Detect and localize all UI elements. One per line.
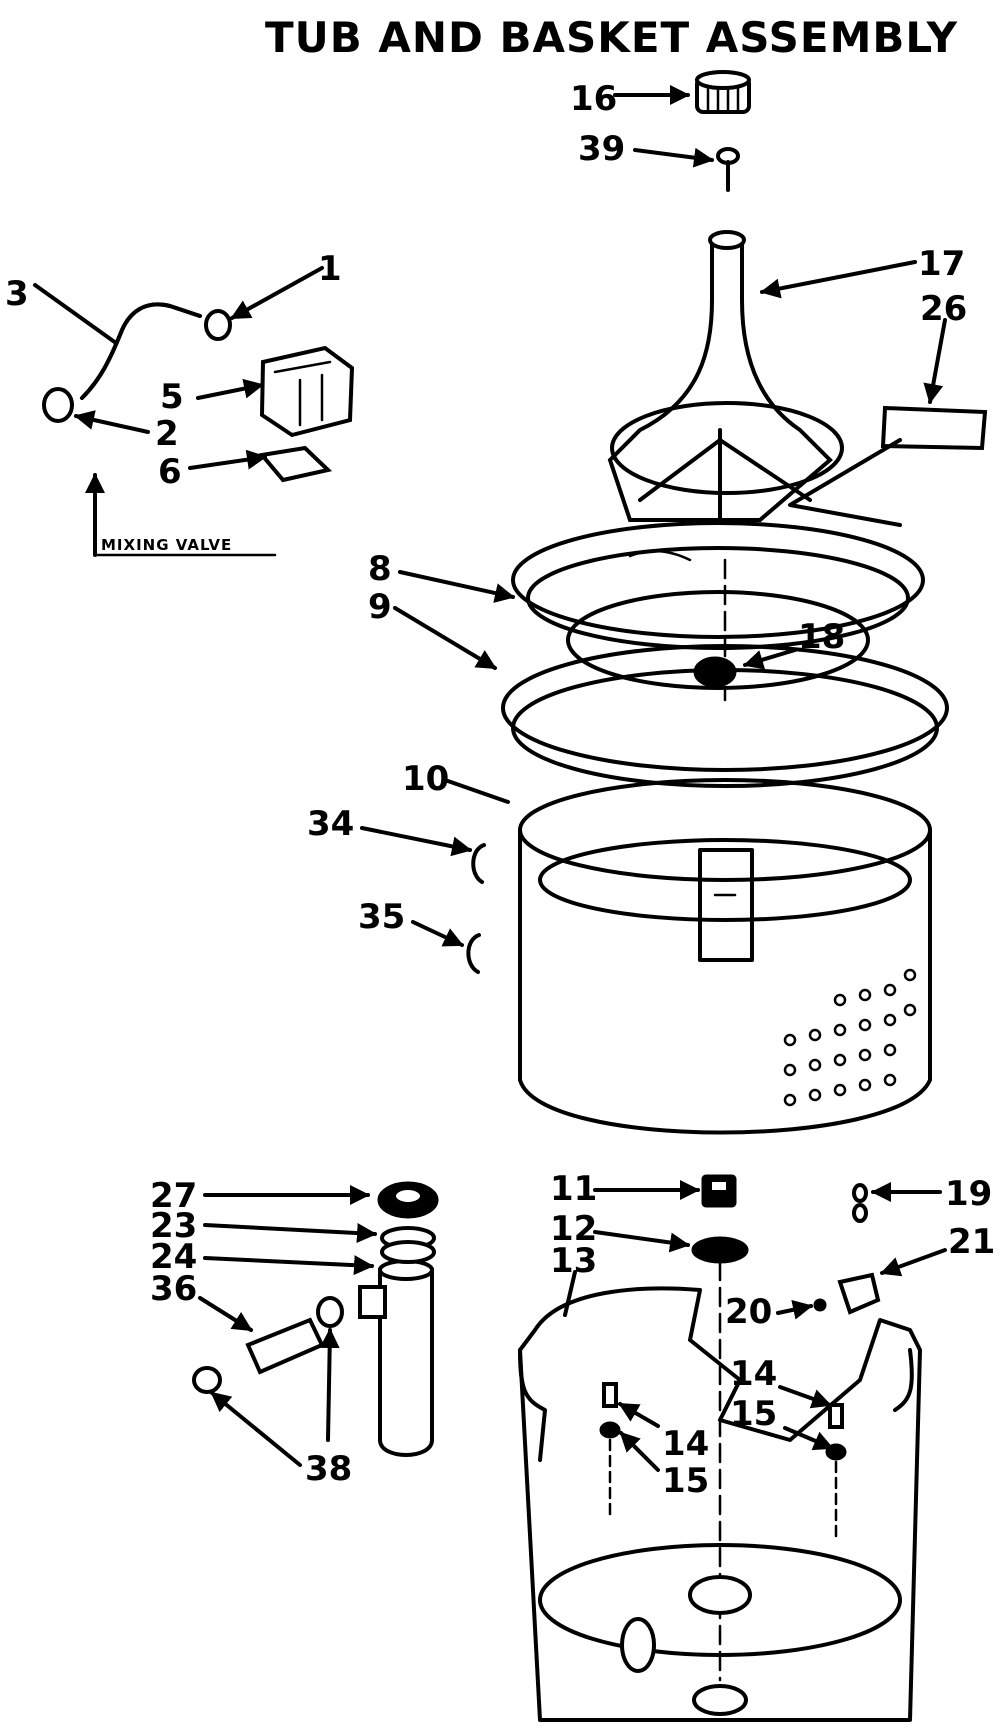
callout-11: 11 xyxy=(550,1169,597,1209)
callout-21: 21 xyxy=(948,1222,995,1262)
part-12-seal xyxy=(691,1236,749,1264)
callout-13: 13 xyxy=(550,1241,597,1281)
callout-19: 19 xyxy=(945,1174,992,1214)
diagram-title: TUB AND BASKET ASSEMBLY xyxy=(265,13,958,62)
part-36-hose-section xyxy=(245,1317,325,1375)
callout-14-left: 14 xyxy=(662,1424,709,1464)
part-39-bolt xyxy=(716,147,740,192)
callout-18: 18 xyxy=(798,617,845,657)
part-26-pad xyxy=(788,405,988,527)
callout-24: 24 xyxy=(150,1237,197,1277)
callout-14-right: 14 xyxy=(730,1354,777,1394)
part-11-bushing xyxy=(701,1174,737,1208)
callout-15-left: 15 xyxy=(662,1461,709,1501)
callout-39: 39 xyxy=(578,129,625,169)
callout-9: 9 xyxy=(368,587,392,627)
callout-8: 8 xyxy=(368,549,392,589)
part-17-agitator xyxy=(607,230,844,522)
callout-6: 6 xyxy=(158,452,182,492)
part-14-15-bolt-right xyxy=(825,1403,847,1542)
part-24-drain-body xyxy=(358,1259,434,1457)
callout-27: 27 xyxy=(150,1176,197,1216)
part-35-clip xyxy=(466,933,481,974)
mixing-valve-label: MIXING VALVE xyxy=(101,536,232,554)
callout-10: 10 xyxy=(402,759,449,799)
callout-35: 35 xyxy=(358,897,405,937)
callout-12: 12 xyxy=(550,1209,597,1249)
callout-2: 2 xyxy=(155,414,179,454)
leader-lines xyxy=(33,85,947,1472)
part-20-washer xyxy=(813,1298,827,1312)
part-21-nut xyxy=(837,1272,881,1315)
part-27-cap xyxy=(377,1181,439,1219)
part-14-15-bolt-left xyxy=(599,1382,621,1522)
part-10-basket xyxy=(518,778,932,1135)
callout-23: 23 xyxy=(150,1206,197,1246)
part-34-clip xyxy=(471,843,486,884)
callout-16: 16 xyxy=(570,79,617,119)
callout-5: 5 xyxy=(160,377,184,417)
part-19-fastener xyxy=(852,1183,868,1223)
part-18-plug xyxy=(693,656,737,688)
callout-1: 1 xyxy=(318,249,342,289)
part-23-seal xyxy=(380,1226,436,1264)
part-16-agitator-cap xyxy=(695,70,751,114)
callout-17: 17 xyxy=(918,244,965,284)
callout-15-right: 15 xyxy=(730,1394,777,1434)
part-38-clamp-upper xyxy=(316,1296,344,1328)
callout-34: 34 xyxy=(307,804,354,844)
callout-38: 38 xyxy=(305,1449,352,1489)
part-13-outer-tub xyxy=(518,1286,922,1722)
basket-perforations xyxy=(783,968,917,1107)
callout-36: 36 xyxy=(150,1269,197,1309)
part-38-clamp-lower xyxy=(192,1366,222,1394)
callout-26: 26 xyxy=(920,289,967,329)
callout-20: 20 xyxy=(725,1292,772,1332)
callout-numbers: 16 39 1 3 5 2 6 17 26 8 9 18 10 34 35 11… xyxy=(5,79,995,1501)
callout-3: 3 xyxy=(5,274,29,314)
mixing-valve-assembly xyxy=(42,302,355,557)
